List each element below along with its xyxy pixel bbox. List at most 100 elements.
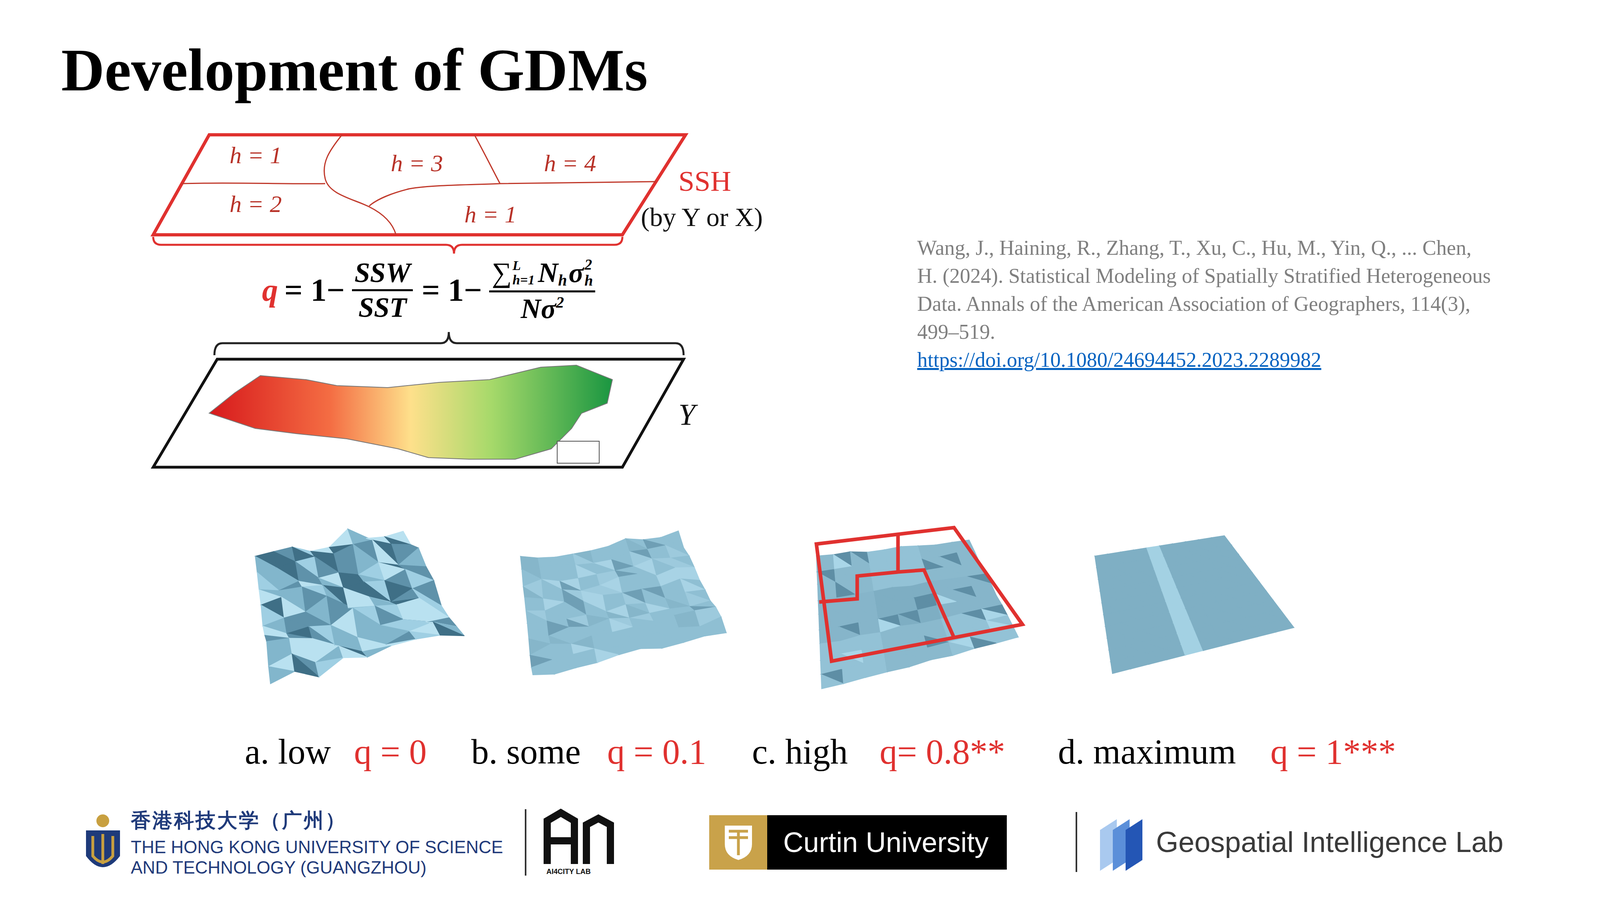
surface-facet [315,657,344,677]
surface-facet [548,636,572,644]
surface-facet [384,536,411,545]
surface-facet [1269,622,1295,633]
surface-facet [906,654,932,668]
formula-symbol: q [262,272,278,309]
surface-facet [566,619,590,628]
surface-facet [295,561,319,582]
panel-caption: q = 0.1 [607,732,707,772]
surface-facet [562,589,584,602]
university-name: THE HONG KONG UNIVERSITY OF SCIENCE AND … [130,836,525,878]
scripts: 2h [584,256,593,289]
surface-facet [1234,631,1258,642]
panel-caption: q = 1*** [1270,732,1396,772]
crest-icon [722,823,755,862]
panel-caption: q = 0 [354,732,427,772]
formula-part: h [558,272,567,289]
citation-text: Wang, J., Haining, R., Zhang, T., Xu, C.… [917,236,1491,344]
surface-facet [633,566,657,576]
surface-facet [362,645,392,658]
surface-facet [560,578,582,591]
logo-crest [709,815,768,870]
surface-facet [1146,653,1167,665]
formula-part: Nσ [520,294,556,324]
surface-facet [555,557,576,566]
surface-facet [1198,640,1222,651]
brace [214,332,684,356]
surface-facet [548,627,572,644]
stratum-label: h = 3 [390,151,444,176]
layer-name: Y [678,399,696,430]
citation: Wang, J., Haining, R., Zhang, T., Xu, C.… [917,234,1494,374]
lab-name: AI4CITY LAB [546,868,591,876]
surface-facet [842,669,866,684]
surface-facet [268,666,295,684]
brace [153,236,623,254]
surface-facet [939,556,962,568]
surface-facet [384,531,411,545]
surface-facet [1163,648,1186,660]
surface-facet [670,558,695,568]
surface-facet [531,667,555,675]
surface-facet [433,622,465,636]
layer-name: SSH [678,166,732,196]
university-emblem [86,814,120,868]
fraction-bar [489,290,596,293]
surface-facet [1216,635,1240,646]
surface-illustrations [255,528,1294,689]
panel-caption: q= 0.8** [879,732,1006,772]
surface-facet [647,549,671,559]
university-logo: Curtin University [709,815,1007,870]
layer-note: (by Y or X) [640,204,763,231]
surface-facet [890,576,912,588]
denominator: Nσ2 [518,292,567,324]
slide-title: Development of GDMs [61,40,648,100]
formula-part: SSW [352,258,413,290]
university-name: Curtin University [767,815,1007,870]
fraction: SSWSST [352,258,413,322]
surface-facet [674,615,700,628]
panel-caption: b. some [471,732,581,772]
strata-lines [819,535,954,638]
university-name: 香港科技大学（广州） [130,809,347,832]
surface-facet [1251,627,1276,637]
surface-facet [675,567,700,580]
formula-part: L [512,258,535,273]
fraction-bar [352,289,413,292]
surface-facet [927,648,953,660]
divider [1075,812,1078,872]
surface-facet [409,631,440,640]
surface-facet [398,548,426,567]
surface-facet [1110,662,1131,674]
formula-part: SST [356,291,410,323]
surface-facet [257,572,280,591]
surface-facet [386,639,416,646]
limits: Lh=1 [512,258,535,287]
surface-facet [555,554,576,566]
panel-caption: d. maximum [1058,732,1236,772]
surface-facet [286,633,313,639]
surface-facet [615,647,641,655]
surface-facet [594,648,620,663]
surface-facet [885,657,910,672]
surface-facet [524,597,546,611]
formula-part: 2 [584,256,593,273]
lab-logo [547,812,611,864]
surface-facet [433,622,465,636]
surface-facet [948,642,975,656]
surface-facet [863,663,888,678]
formula-part: 2 [556,294,564,311]
surface-facet [606,611,630,619]
surface-facet [658,632,684,649]
surface-facet [523,586,544,599]
surface-facet [257,567,280,591]
surface-facet [821,674,844,689]
surface-facet [524,597,546,612]
formula-part: ∑ [491,258,512,288]
divider [524,809,527,876]
fraction: ∑Lh=1Nhσ2hNσ2 [489,256,596,324]
formula-part: = 1− [421,272,482,309]
surface-facet [592,635,616,649]
surface-facet [1128,657,1149,670]
surface-facet [334,553,359,575]
